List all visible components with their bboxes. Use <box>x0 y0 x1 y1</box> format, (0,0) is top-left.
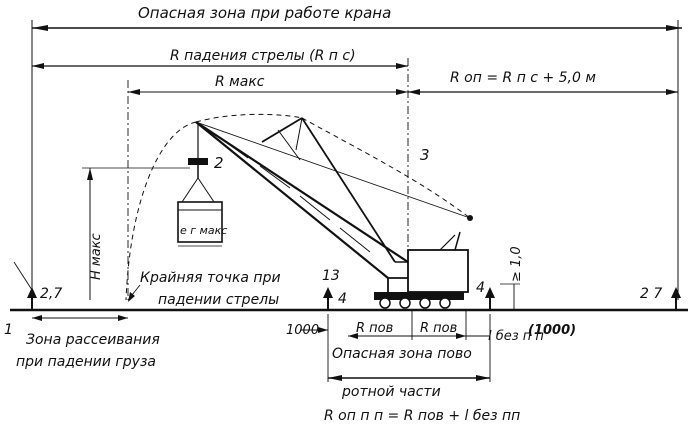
r-max-dimension: R макс <box>127 74 408 300</box>
boom-fall-arc-right <box>301 117 471 219</box>
h-max-dimension: H макс <box>82 167 190 300</box>
r-pov-a: R пов <box>356 321 393 336</box>
hook-and-load: 2 е г макс <box>177 154 227 247</box>
r-pov-b: R пов <box>420 321 457 336</box>
height-marker: ≥ 1,0 <box>500 246 524 310</box>
r-fall-boom-label: R падения стрелы (R п с) <box>170 48 356 64</box>
crane-body <box>374 231 469 309</box>
callout-3: 3 <box>420 146 430 164</box>
fence-post-left: 2,7 <box>27 286 62 310</box>
callout-2: 2 <box>214 154 224 172</box>
r-op-dimension: R оп = R п с + 5,0 м <box>408 70 678 95</box>
load-block <box>177 201 223 243</box>
fence-post-far-right: 2 7 <box>640 286 681 310</box>
dim-1000-right: (1000) <box>528 323 576 338</box>
callout-4b: 4 <box>476 280 485 296</box>
rotating-danger-line1: Опасная зона пово <box>332 346 472 362</box>
boom-fall-trajectory <box>125 121 197 301</box>
bottom-dimensions: 1000 R пов R пов l без п п (1000) <box>286 310 576 382</box>
danger-zone-dimension: Опасная зона при работе крана <box>31 4 682 300</box>
r-fall-boom-dimension: R падения стрелы (R п с) <box>32 48 409 300</box>
h-max-label: H макс <box>89 233 104 280</box>
dim-1000-left: 1000 <box>286 323 319 338</box>
e-max-label: е г макс <box>180 224 227 237</box>
extreme-point-label: Крайняя точка при падении стрелы <box>127 270 281 308</box>
num-27-right: 2 7 <box>640 286 662 302</box>
callout-1: 1 <box>4 322 13 338</box>
fence-post-right: 4 <box>476 280 495 310</box>
crane-boom <box>195 117 473 279</box>
scatter-zone-line1: Зона рассеивания <box>26 332 160 348</box>
rotating-danger-zone: Опасная зона пово ротной части R оп п п … <box>324 346 520 424</box>
scatter-zone: 1 Зона рассеивания при падении груза <box>4 261 160 370</box>
r-max-label: R макс <box>215 74 265 90</box>
r-op-formula: R оп = R п с + 5,0 м <box>450 70 596 86</box>
pulley-icon <box>467 215 473 221</box>
height-1-0-label: ≥ 1,0 <box>509 246 524 282</box>
rotating-formula: R оп п п = R пов + l без пп <box>324 408 520 424</box>
scatter-zone-line2: при падении груза <box>16 354 156 370</box>
fence-post-mid: 13 4 <box>322 268 347 310</box>
l-bez: l без п п <box>488 329 544 344</box>
extreme-point-line1: Крайняя точка при <box>140 270 281 286</box>
extreme-point-line2: падении стрелы <box>158 292 279 308</box>
boom-fall-arc-top <box>195 113 303 123</box>
num-27-left: 2,7 <box>40 286 62 302</box>
danger-zone-label: Опасная зона при работе крана <box>138 4 391 22</box>
num-13: 13 <box>322 268 340 284</box>
callout-4a: 4 <box>338 291 347 307</box>
rotating-danger-line2: ротной части <box>341 384 441 400</box>
